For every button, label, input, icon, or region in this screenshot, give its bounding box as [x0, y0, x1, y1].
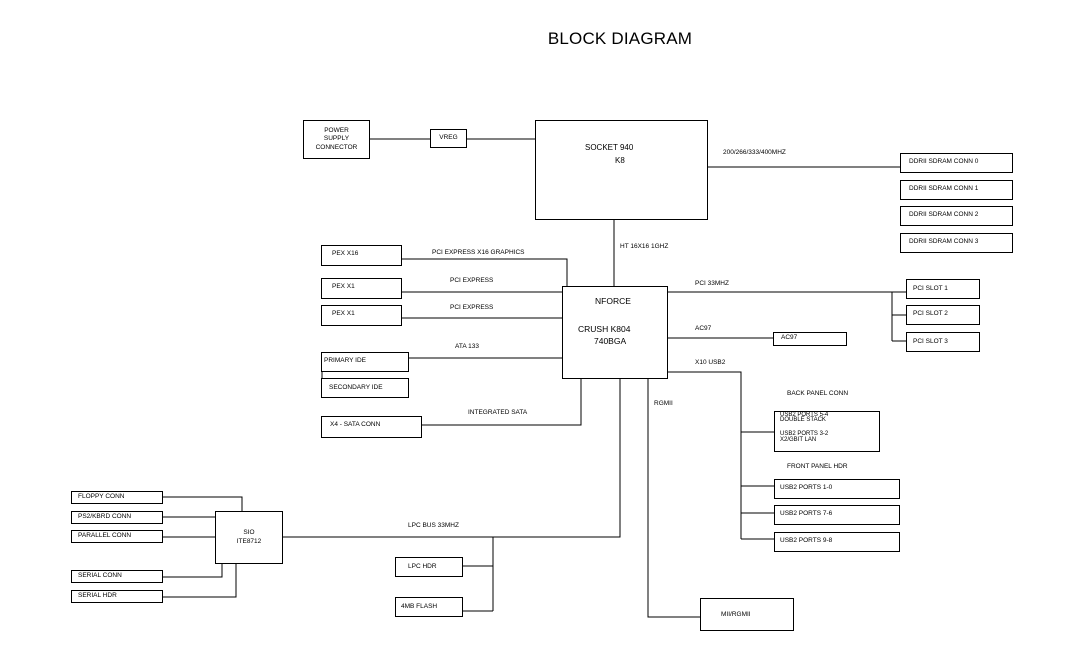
- nforce-package-label: 740BGA: [594, 336, 627, 346]
- line-rgmii: [647, 378, 700, 618]
- line-serial-conn: [162, 564, 223, 578]
- pex-x16-label: PEX X16: [332, 250, 359, 257]
- pex-x16-box: PEX X16: [321, 245, 402, 266]
- vreg-box: VREG: [430, 129, 467, 148]
- ac97-box-label: AC97: [781, 334, 798, 341]
- usb-front-3-box: USB2 PORTS 9-8: [774, 532, 900, 552]
- serial-hdr-box: SERIAL HDR: [71, 590, 163, 603]
- lpc-hdr-box: LPC HDR: [395, 557, 463, 577]
- line-serial-hdr: [162, 564, 237, 598]
- usb-back-line-4: X2/GBIT LAN: [780, 437, 817, 443]
- ddr-conn-3-label: DDRII SDRAM CONN 3: [909, 238, 979, 245]
- pex-x1-a-label: PEX X1: [332, 283, 355, 290]
- lpc-bus-label: LPC BUS 33MHZ: [408, 522, 459, 529]
- pci-slot-1-box: PCI SLOT 1: [906, 279, 980, 299]
- ps2-kbrd-conn-label: PS2/KBRD CONN: [78, 513, 132, 520]
- nforce-model-label: CRUSH K804: [578, 324, 631, 334]
- usb-front-3-label: USB2 PORTS 9-8: [780, 537, 833, 544]
- line-sata: [421, 378, 582, 426]
- secondary-ide-box: SECONDARY IDE: [321, 378, 409, 398]
- ddr-conn-0-box: DDRII SDRAM CONN 0: [900, 153, 1013, 173]
- pcie-x16-graphics-label: PCI EXPRESS X16 GRAPHICS: [432, 249, 525, 256]
- serial-conn-box: SERIAL CONN: [71, 570, 163, 583]
- usb-front-2-label: USB2 PORTS 7-6: [780, 510, 833, 517]
- flash-box: 4MB FLASH: [395, 597, 463, 617]
- ddr-conn-2-box: DDRII SDRAM CONN 2: [900, 206, 1013, 226]
- back-panel-conn-label: BACK PANEL CONN: [787, 390, 849, 397]
- nforce-chipset-box: NFORCE CRUSH K804 740BGA: [562, 286, 668, 379]
- line-usb-bus: [667, 371, 742, 539]
- usb-back-panel-box: USB2 PORTS 5-4 DOUBLE STACK USB2 PORTS 3…: [774, 411, 880, 452]
- pci-slot-1-label: PCI SLOT 1: [913, 285, 948, 292]
- ac97-box: AC97: [773, 332, 847, 346]
- socket-sub-label: K8: [615, 156, 625, 165]
- floppy-conn-box: FLOPPY CONN: [71, 491, 163, 504]
- line-floppy: [162, 496, 243, 512]
- parallel-conn-label: PARALLEL CONN: [78, 532, 132, 539]
- sata-conn-label: X4 - SATA CONN: [330, 421, 381, 428]
- mii-rgmii-label: MII/RGMII: [721, 611, 751, 618]
- serial-conn-label: SERIAL CONN: [78, 572, 122, 579]
- ddr-conn-3-box: DDRII SDRAM CONN 3: [900, 233, 1013, 253]
- socket-label: SOCKET 940: [585, 143, 634, 152]
- usb-back-line-3: USB2 PORTS 3-2: [780, 431, 829, 437]
- mem-speed-label: 200/266/333/400MHZ: [723, 149, 786, 156]
- ac97-link-label: AC97: [695, 325, 712, 332]
- lpc-hdr-label: LPC HDR: [408, 563, 437, 570]
- pex-x1-a-box: PEX X1: [321, 278, 402, 299]
- nforce-label: NFORCE: [595, 296, 631, 306]
- parallel-conn-box: PARALLEL CONN: [71, 530, 163, 543]
- ata-133-label: ATA 133: [455, 343, 479, 350]
- sio-ite8712-box: SIO ITE8712: [215, 511, 283, 564]
- ht-link-label: HT 16X16 1GHZ: [620, 243, 669, 250]
- pci-slot-3-box: PCI SLOT 3: [906, 332, 980, 352]
- pci-33mhz-label: PCI 33MHZ: [695, 280, 729, 287]
- x10-usb2-label: X10 USB2: [695, 359, 726, 366]
- pci-slot-2-label: PCI SLOT 2: [913, 310, 948, 317]
- usb-back-line-2: DOUBLE STACK: [780, 417, 826, 423]
- pcie-a-label: PCI EXPRESS: [450, 277, 494, 284]
- pci-slot-2-box: PCI SLOT 2: [906, 305, 980, 325]
- pci-slot-3-label: PCI SLOT 3: [913, 338, 948, 345]
- usb-front-1-label: USB2 PORTS 1-0: [780, 484, 833, 491]
- usb-back-line-1: USB2 PORTS 5-4: [780, 412, 829, 418]
- ddr-conn-0-label: DDRII SDRAM CONN 0: [909, 158, 979, 165]
- line-pex16: [401, 258, 568, 286]
- secondary-ide-label: SECONDARY IDE: [329, 384, 383, 391]
- pcie-b-label: PCI EXPRESS: [450, 304, 494, 311]
- serial-hdr-label: SERIAL HDR: [78, 592, 117, 599]
- primary-ide-label: PRIMARY IDE: [324, 357, 367, 364]
- pex-x1-b-label: PEX X1: [332, 310, 355, 317]
- socket-940-box: SOCKET 940 K8: [535, 120, 708, 220]
- pex-x1-b-box: PEX X1: [321, 305, 402, 326]
- rgmii-link-label: RGMII: [654, 400, 673, 407]
- primary-ide-box: PRIMARY IDE: [321, 352, 409, 372]
- ddr-conn-2-label: DDRII SDRAM CONN 2: [909, 211, 979, 218]
- power-supply-connector-box: POWER SUPPLY CONNECTOR: [303, 120, 370, 159]
- floppy-conn-label: FLOPPY CONN: [78, 493, 125, 500]
- ddr-conn-1-box: DDRII SDRAM CONN 1: [900, 180, 1013, 200]
- ddr-conn-1-label: DDRII SDRAM CONN 1: [909, 185, 979, 192]
- sata-conn-box: X4 - SATA CONN: [321, 416, 422, 438]
- ps2-kbrd-conn-box: PS2/KBRD CONN: [71, 511, 163, 524]
- diagram-title: BLOCK DIAGRAM: [547, 29, 693, 48]
- front-panel-hdr-label: FRONT PANEL HDR: [787, 463, 848, 470]
- integrated-sata-label: INTEGRATED SATA: [468, 409, 528, 416]
- usb-front-1-box: USB2 PORTS 1-0: [774, 479, 900, 499]
- mii-rgmii-box: MII/RGMII: [700, 598, 794, 631]
- usb-front-2-box: USB2 PORTS 7-6: [774, 505, 900, 525]
- flash-label: 4MB FLASH: [401, 603, 438, 610]
- line-lpc-bus: [282, 378, 621, 538]
